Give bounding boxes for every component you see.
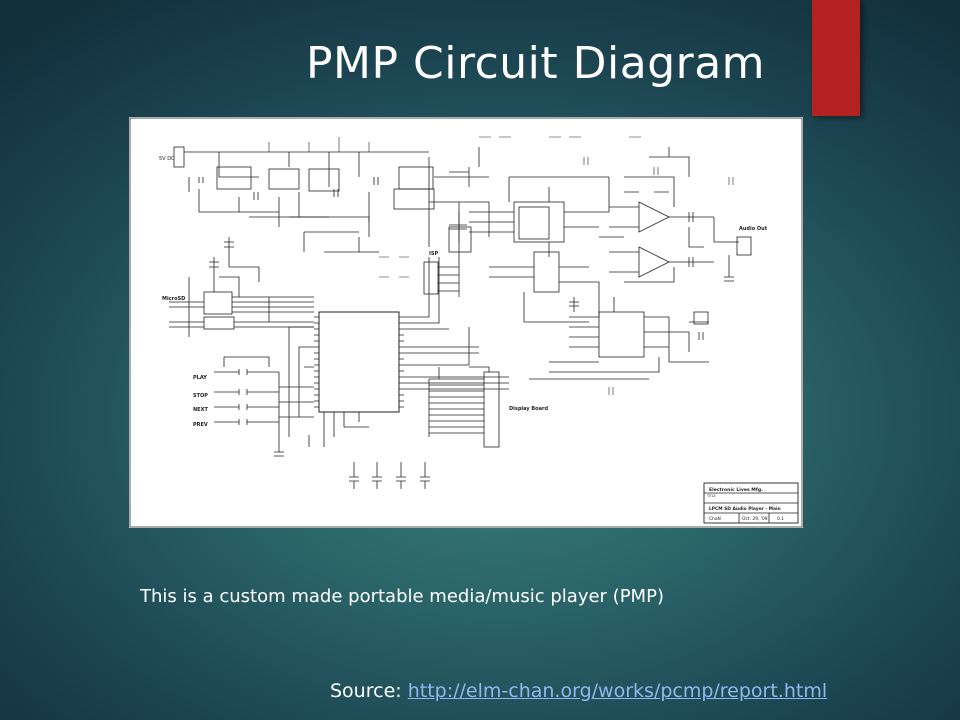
power-section [173,146,490,282]
play-label: PLAY [193,375,207,381]
audio-output-section [599,147,752,283]
stop-label: STOP [193,393,208,399]
audio-out-label: Audio Out [739,226,768,232]
source-label: Source: [330,680,402,702]
amp-ic-section [529,297,709,380]
display-board-label: Display Board [509,406,548,412]
microsd-label: MicroSD [162,296,185,302]
display-connector [428,366,500,448]
mcu-chip [288,257,509,447]
dac-section [448,176,610,323]
title-block-title: LPCM SD Audio Player - Main [709,506,781,512]
title-block-date: Oct. 29, '09 [742,516,768,522]
isp-label: ISP [429,251,438,257]
red-accent-bar [812,0,860,116]
decoupling-caps [274,435,430,489]
button-section [214,356,314,437]
title-block-author: ChaN [709,516,721,522]
title-block-rev: 0.1 [777,516,784,522]
isp-header [423,257,460,297]
slide-caption: This is a custom made portable media/mus… [140,586,664,607]
source-line: Source: http://elm-chan.org/works/pcmp/r… [330,680,958,702]
title-block-title-label: TITLE [706,494,716,498]
prev-label: PREV [193,422,208,428]
next-label: NEXT [193,407,208,413]
source-link[interactable]: http://elm-chan.org/works/pcmp/report.ht… [407,680,828,702]
microsd-section [169,257,314,337]
misc-components [268,136,734,395]
circuit-schematic-image: 5V DC MicroSD PLAY STOP NEXT PREV [129,117,803,528]
slide-title: PMP Circuit Diagram [306,38,766,89]
title-block-company: Electronic Lives Mfg. [709,487,763,493]
dc-in-label: 5V DC [159,156,175,162]
title-block [703,482,799,524]
